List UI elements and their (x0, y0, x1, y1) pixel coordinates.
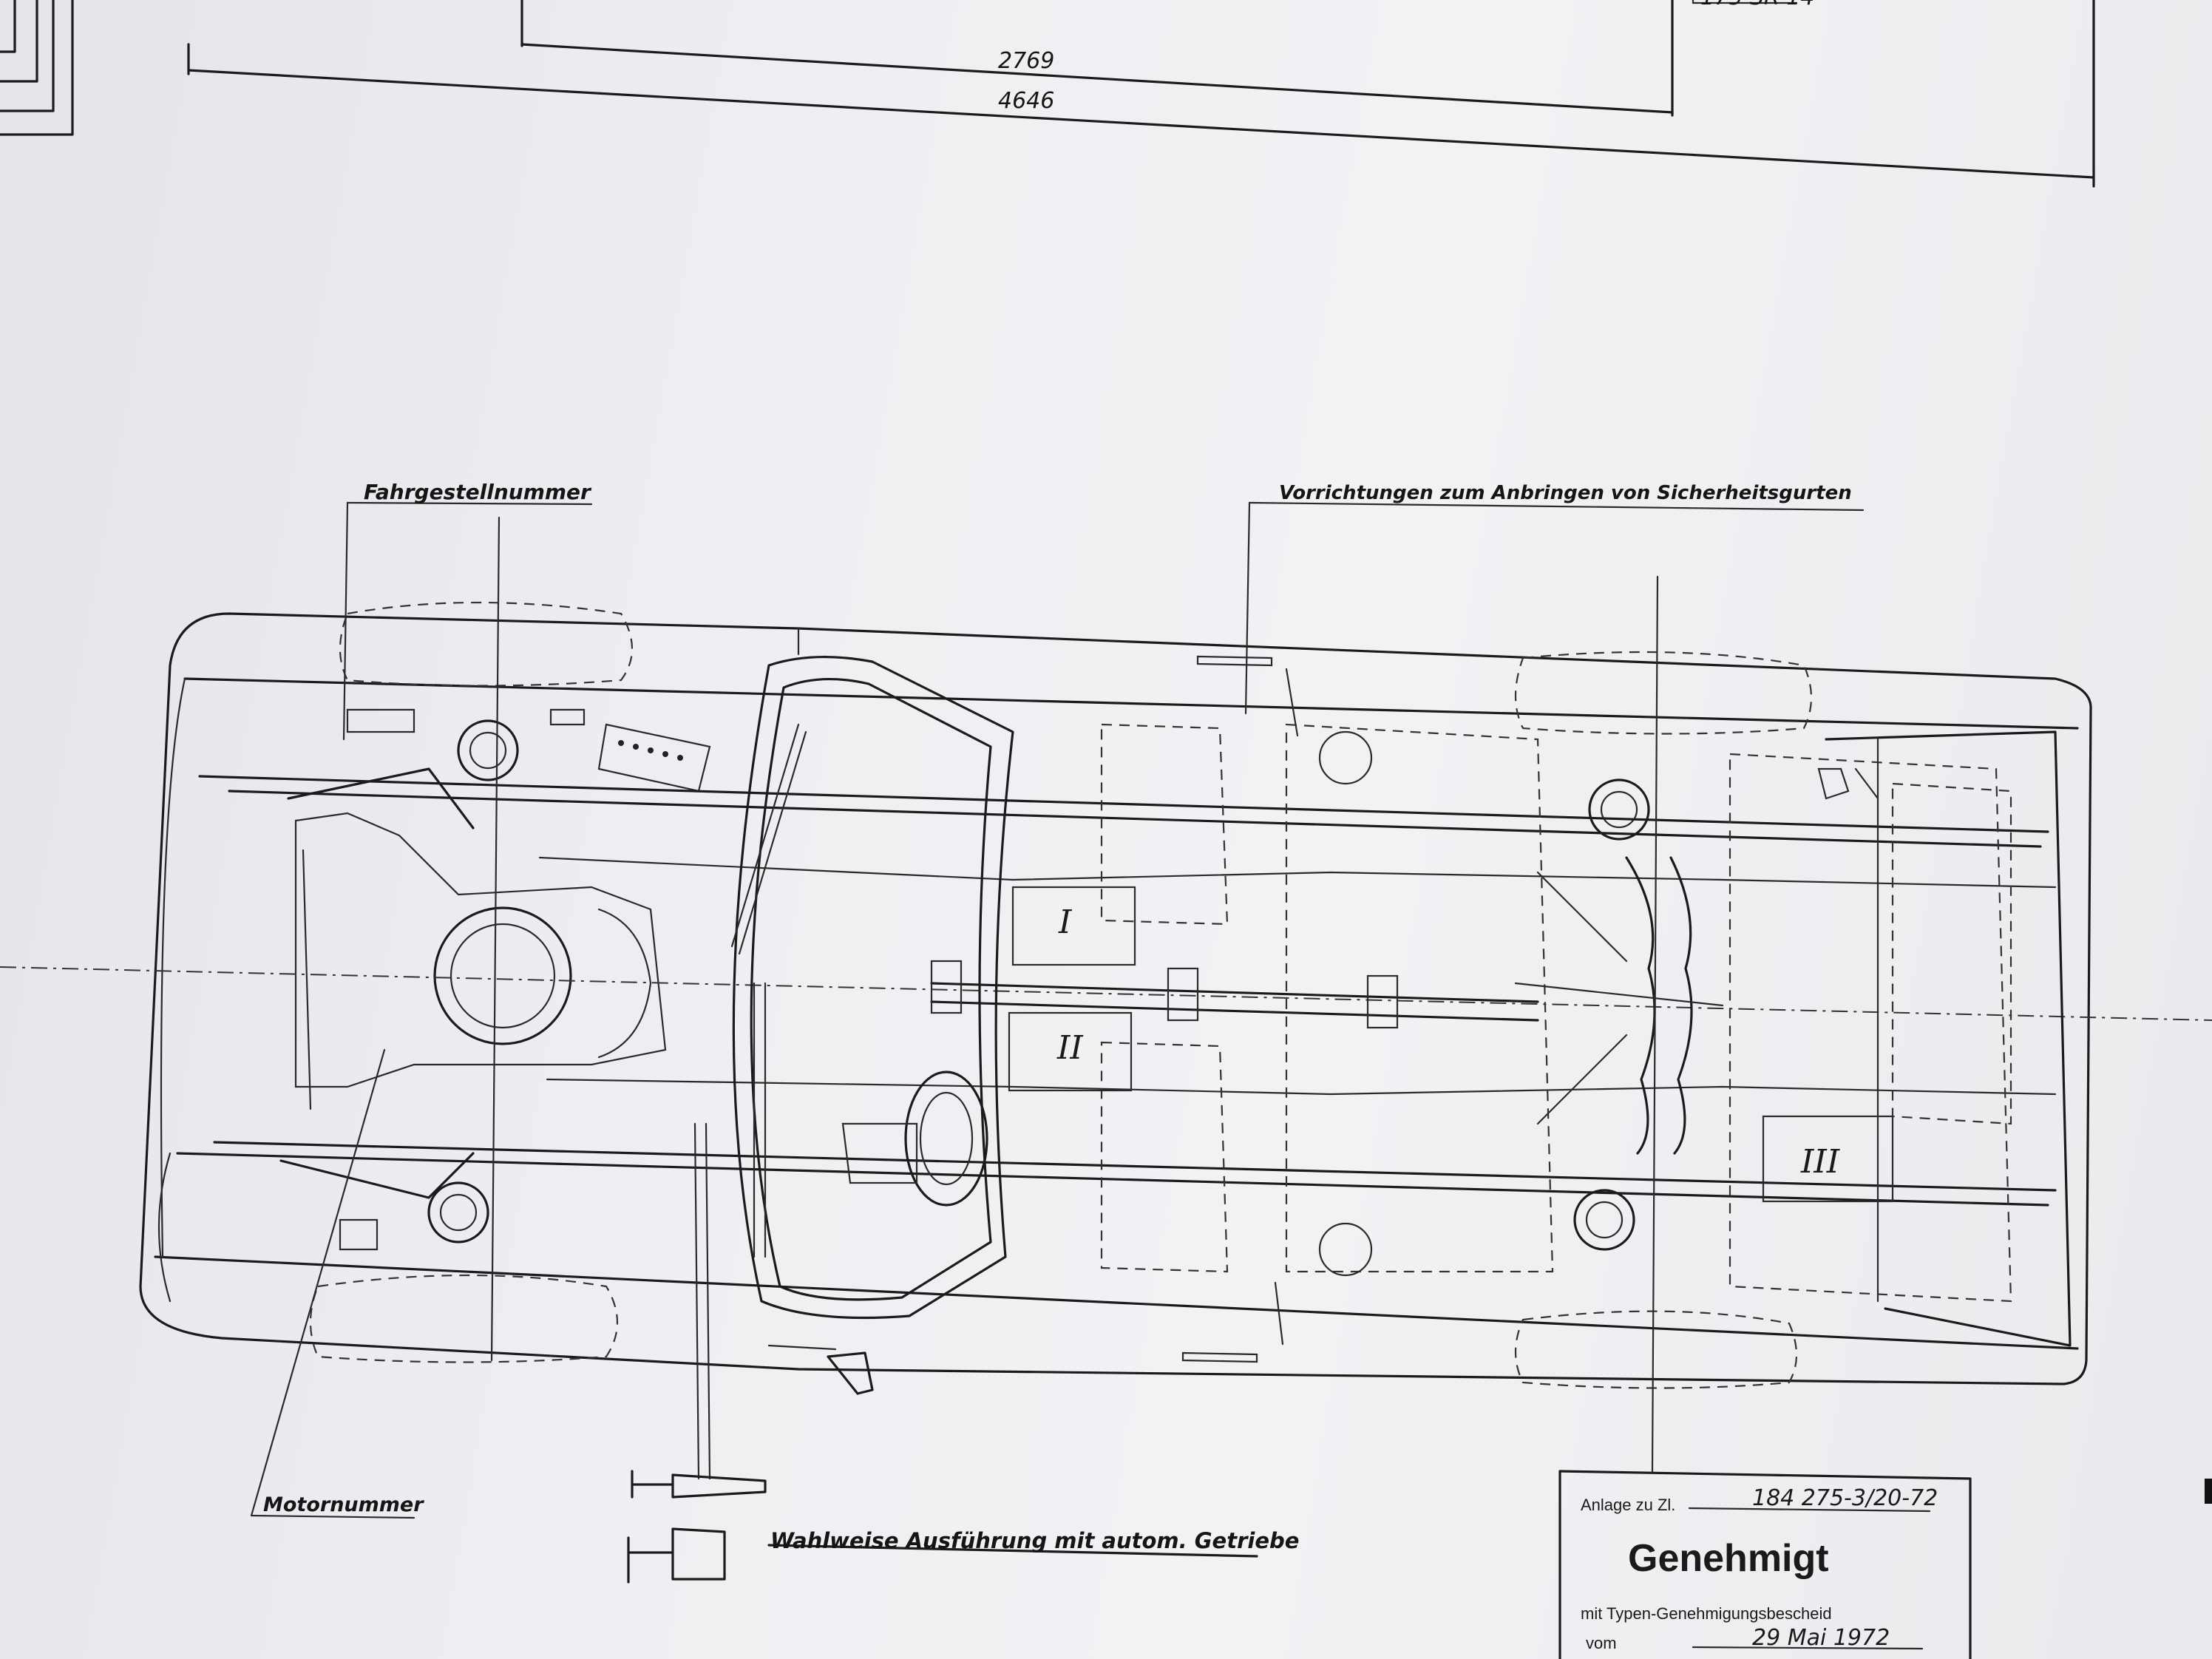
steering-wheel (841, 1071, 988, 1207)
automatic-transmission-label: Wahlweise Ausführung mit autom. Getriebe (770, 1528, 1299, 1553)
zone-boxes (1008, 886, 1894, 1203)
stamp-type-approval-text: mit Typen-Genehmigungsbescheid (1581, 1604, 1832, 1623)
seatbelt-anchorage-label: Vorrichtungen zum Anbringen von Sicherhe… (1279, 482, 1852, 504)
chassis-number-label: Fahrgestellnummer (364, 480, 592, 504)
stamp-approved-heading: Genehmigt (1628, 1537, 1829, 1580)
frame-rails (0, 775, 2212, 1207)
automatic-gear-selector-symbols (627, 1470, 1258, 1584)
engine-number-label: Motornummer (263, 1493, 424, 1516)
stamp-dated-label: vom (1586, 1634, 1617, 1652)
rear-wheels (1514, 651, 1813, 1389)
side-mirror (767, 1344, 874, 1395)
rear-trunk (1817, 730, 2072, 1347)
stamp-attachment-label: Anlage zu Zl. (1581, 1496, 1675, 1514)
overall-length-dimension: 4646 (998, 88, 1054, 114)
driveshaft (930, 960, 1539, 1029)
windshield-frame (730, 655, 1014, 1320)
zone-3-label: III (1800, 1143, 1841, 1181)
stamp-date: 29 Mai 1972 (1752, 1625, 1890, 1651)
front-wheels (309, 601, 633, 1363)
stamp-attachment-number: 184 275-3/20-72 (1752, 1485, 1938, 1511)
wheelbase-dimension: 2769 (998, 48, 1054, 74)
approval-stamp (1558, 1470, 1972, 1659)
callout-leaders (250, 501, 1865, 1519)
door-lines (797, 627, 1299, 1363)
zone-1-label: I (1058, 903, 1073, 941)
interior-seats (1100, 723, 2012, 1303)
dimension-lines (187, 0, 2095, 188)
zone-2-label: II (1056, 1029, 1084, 1067)
edge-mark (2205, 1479, 2212, 1504)
car-body-outline (139, 612, 2092, 1385)
tire-size-label: 175 SR 14 (1700, 0, 1814, 10)
chassis-number-plate-dots (618, 740, 683, 761)
frame-border-fragment (0, 0, 74, 136)
